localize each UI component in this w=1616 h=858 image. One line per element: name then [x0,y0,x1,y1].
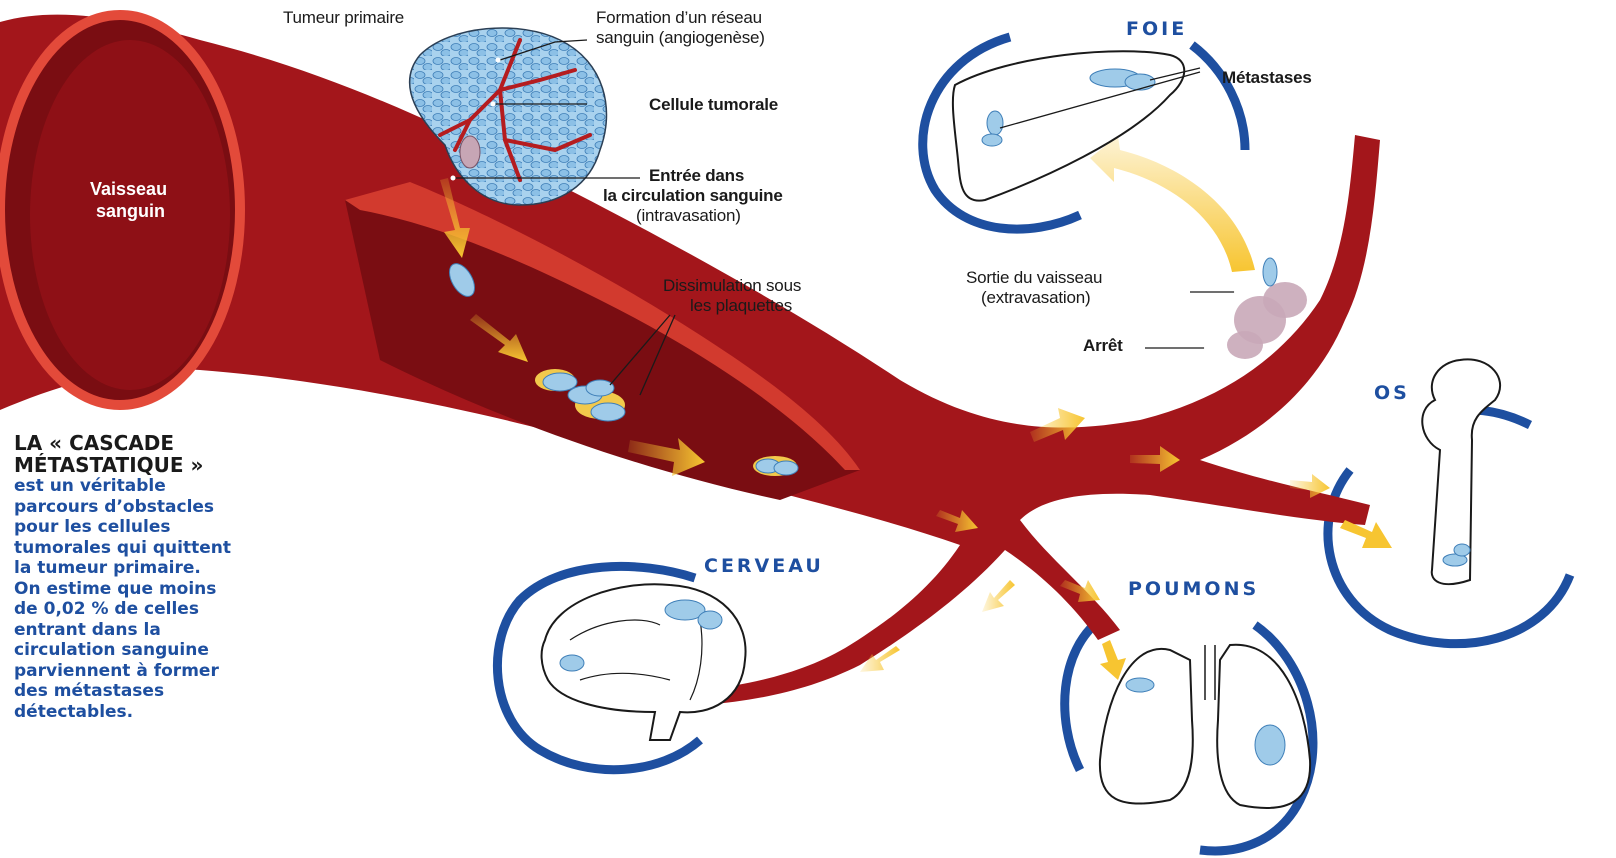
caption-block: LA « CASCADE MÉTASTATIQUE » est un vérit… [14,432,279,722]
caption-line: de 0,02 % de celles [14,599,279,620]
label-angiogenesis-1: Formation d’un réseau [596,8,762,28]
label-primary-tumor: Tumeur primaire [283,8,404,28]
caption-line: détectables. [14,702,279,723]
organ-bone-title: OS [1374,382,1410,404]
label-arrest: Arrêt [1083,336,1123,356]
caption-line: des métastases [14,681,279,702]
label-intravasation-1: Entrée dans [649,166,744,186]
label-tumor-cell: Cellule tumorale [649,95,778,115]
label-vessel-1: Vaisseau [90,178,167,200]
caption-line: circulation sanguine [14,640,279,661]
label-intravasation-2: la circulation sanguine [603,186,783,206]
caption-line: On estime que moins [14,579,279,600]
caption-line: parviennent à former [14,661,279,682]
caption-line: est un véritable [14,476,279,497]
caption-heading-1: LA « CASCADE [14,432,279,454]
label-platelets-2: les plaquettes [690,296,792,316]
caption-line: parcours d’obstacles [14,497,279,518]
organ-liver-title: FOIE [1126,18,1187,40]
brain-drawing [542,584,746,740]
label-platelets-1: Dissimulation sous [663,276,801,296]
bone-drawing [1422,359,1500,584]
label-vessel-2: sanguin [96,200,165,222]
caption-line: la tumeur primaire. [14,558,279,579]
organ-brain-title: CERVEAU [704,555,824,577]
label-angiogenesis-2: sanguin (angiogenèse) [596,28,765,48]
caption-line: tumorales qui quittent [14,538,279,559]
caption-line: pour les cellules [14,517,279,538]
organ-lungs-title: POUMONS [1128,578,1259,600]
lungs-drawing [1100,645,1310,808]
label-extravasation-1: Sortie du vaisseau [966,268,1102,288]
caption-heading-2: MÉTASTATIQUE » [14,454,279,476]
label-metastases: Métastases [1222,68,1312,88]
caption-line: entrant dans la [14,620,279,641]
label-intravasation-3: (intravasation) [636,206,741,226]
label-extravasation-2: (extravasation) [981,288,1090,308]
